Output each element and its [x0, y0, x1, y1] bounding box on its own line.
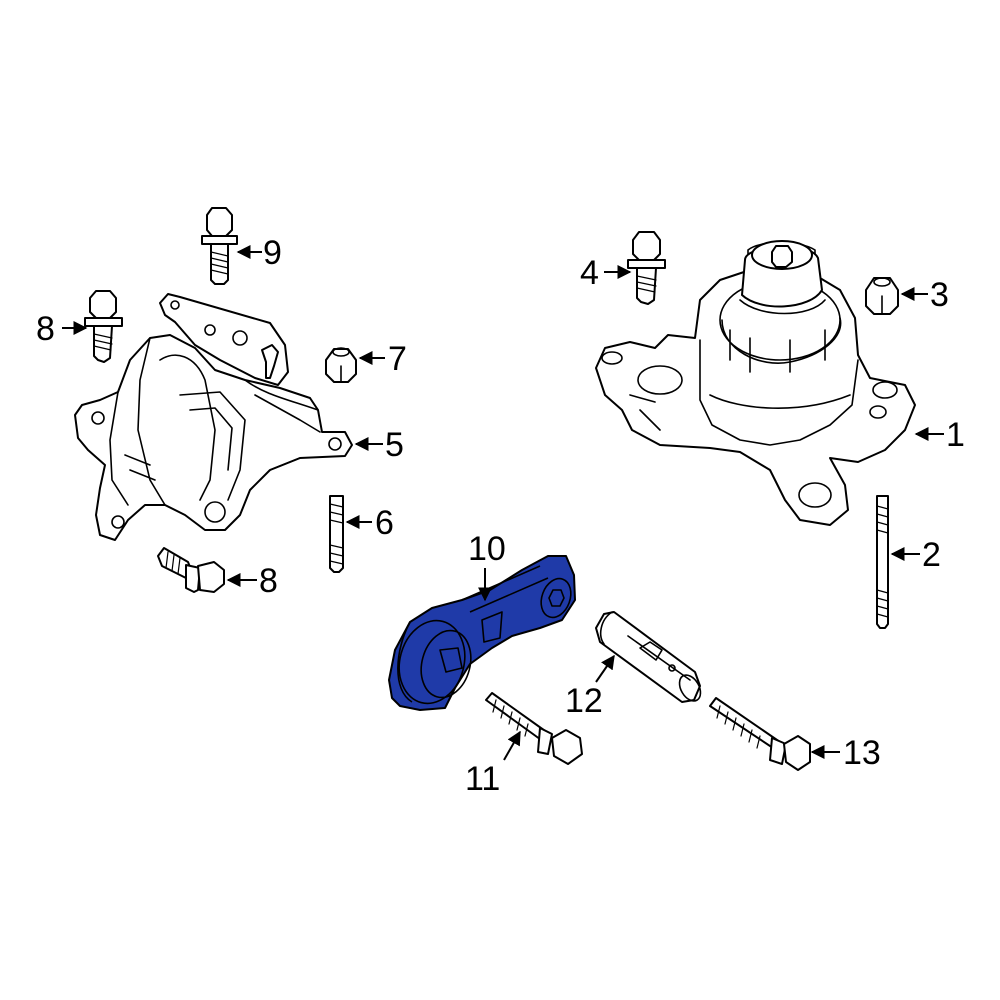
part-4-bolt[interactable] — [627, 231, 666, 305]
callout-4-label: 4 — [580, 254, 599, 292]
callout-1: 1 — [914, 416, 965, 454]
callout-8-upper: 8 — [36, 310, 88, 348]
callout-7-label: 7 — [388, 340, 407, 378]
callout-12-label: 12 — [565, 682, 603, 720]
callout-1-label: 1 — [946, 416, 965, 454]
callout-3-label: 3 — [930, 276, 949, 314]
part-9-bolt[interactable] — [201, 207, 238, 285]
callout-9-label: 9 — [263, 234, 282, 272]
callout-13-label: 13 — [843, 734, 881, 772]
callout-9: 9 — [236, 234, 282, 272]
part-5-upper-plate[interactable] — [159, 293, 289, 386]
callout-10-label: 10 — [468, 530, 506, 568]
part-8-bolt-upper[interactable] — [84, 290, 123, 363]
callout-11: 11 — [465, 730, 521, 798]
callout-5: 5 — [354, 426, 404, 464]
callout-10: 10 — [468, 530, 506, 602]
callout-5-label: 5 — [385, 426, 404, 464]
part-2-stud[interactable] — [876, 495, 889, 629]
part-7-nut[interactable] — [325, 347, 357, 383]
callout-2-label: 2 — [922, 536, 941, 574]
callout-8-lower: 8 — [226, 562, 278, 600]
callout-13: 13 — [810, 734, 881, 772]
callout-4: 4 — [580, 254, 632, 292]
part-6-stud[interactable] — [329, 495, 344, 573]
callout-2: 2 — [890, 536, 941, 574]
callout-6: 6 — [345, 504, 394, 542]
part-3-nut[interactable] — [865, 277, 899, 315]
callout-8-upper-label: 8 — [36, 310, 55, 348]
callout-8-lower-label: 8 — [259, 562, 278, 600]
callout-12: 12 — [565, 654, 615, 720]
part-10-torque-rod[interactable] — [388, 555, 576, 711]
part-5-mount-bracket[interactable] — [74, 334, 353, 541]
callout-7: 7 — [358, 340, 407, 378]
part-1-engine-mount[interactable] — [595, 240, 916, 526]
callout-11-label: 11 — [465, 760, 500, 798]
callout-6-label: 6 — [375, 504, 394, 542]
part-13-bolt[interactable] — [709, 697, 811, 771]
part-12-sleeve[interactable] — [595, 611, 705, 705]
part-11-bolt[interactable] — [485, 692, 583, 765]
callout-3: 3 — [900, 276, 949, 314]
part-8-bolt-lower[interactable] — [157, 547, 225, 593]
